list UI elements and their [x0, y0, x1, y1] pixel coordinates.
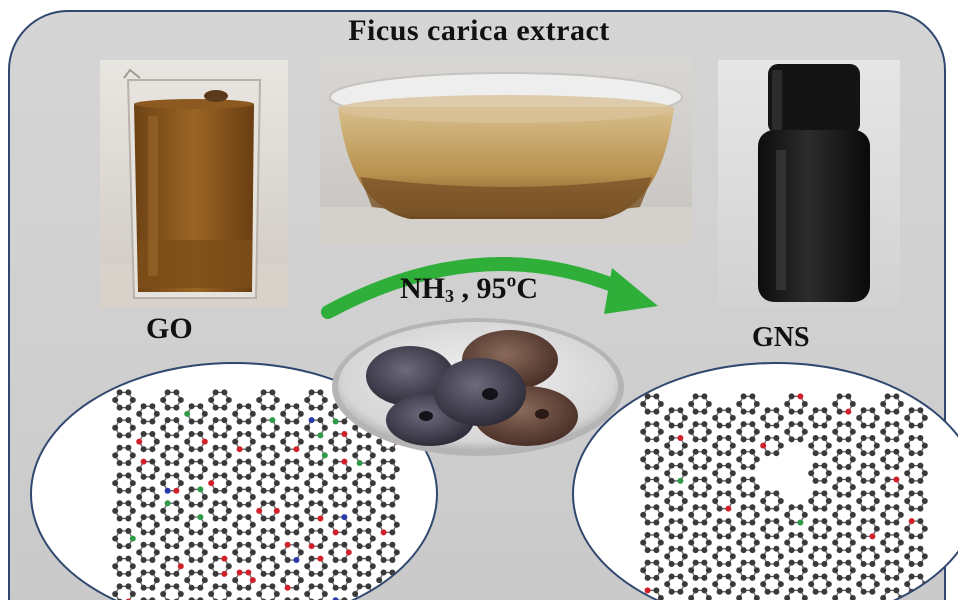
dried-fig-dish-photo: [330, 316, 626, 458]
condition-main: NH: [400, 272, 445, 305]
gns-label: GNS: [752, 322, 810, 353]
curved-arrow-icon: [321, 257, 658, 319]
go-lattice-model: [112, 389, 400, 600]
gns-structure-circle: [572, 362, 958, 600]
reaction-condition-label: NH3 , 95ºC: [400, 272, 538, 307]
condition-subscript: 3: [445, 286, 454, 306]
gns-lattice-model: [640, 393, 928, 600]
condition-tail: , 95ºC: [454, 272, 539, 305]
diagram-title: Ficus carica extract: [348, 14, 610, 47]
ficus-extract-bowl-photo: [320, 57, 692, 245]
go-label: GO: [146, 312, 193, 345]
go-beaker-photo: [100, 60, 288, 308]
gns-bottle-photo: [718, 60, 900, 308]
